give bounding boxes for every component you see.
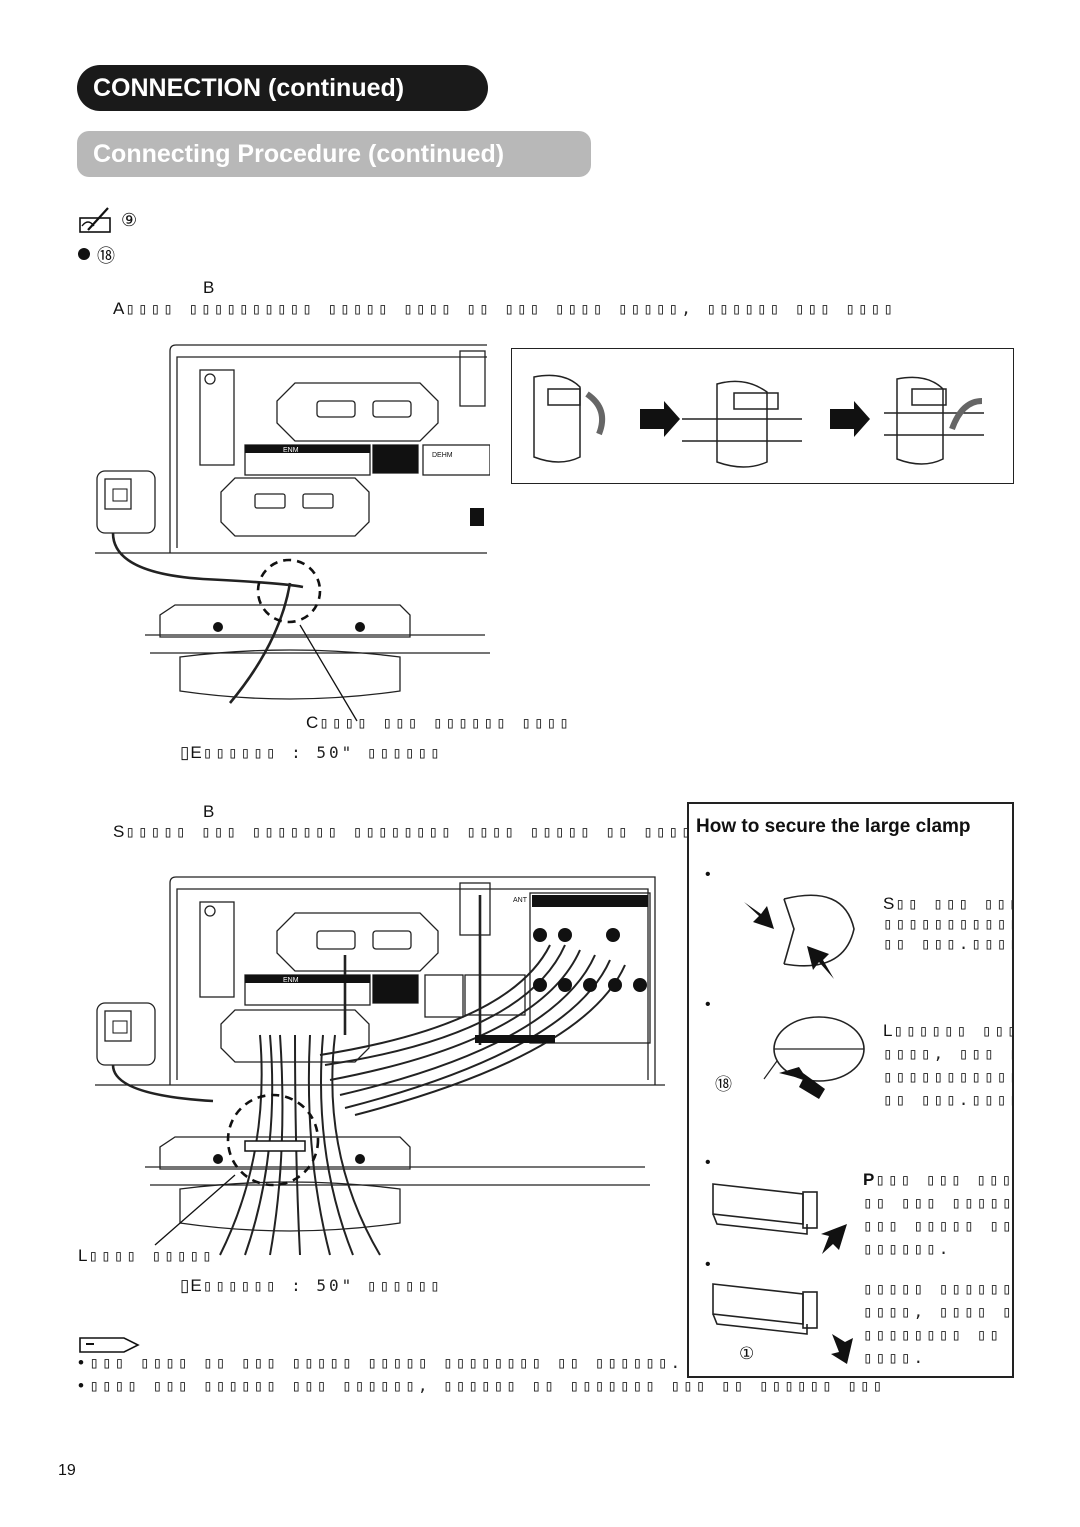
note-line-1: • ▯▯▯ ▯▯▯▯ ▯▯ ▯▯▯ ▯▯▯▯▯ ▯▯▯▯▯ ▯▯▯▯▯▯▯▯ ▯… — [78, 1353, 684, 1372]
step4-bullet: • — [705, 1256, 711, 1273]
clamp-release-icon — [712, 1283, 853, 1364]
section-b-line: S▯▯▯▯▯ ▯▯▯ ▯▯▯▯▯▯▯ ▯▯▯▯▯▯▯▯ ▯▯▯▯ ▯▯▯▯▯ ▯… — [113, 822, 846, 841]
section-b-label: B — [203, 802, 216, 821]
section-b-caption: L▯▯▯▯ ▯▯▯▯▯ — [78, 1246, 215, 1265]
note-number: ⑨ — [121, 210, 139, 230]
bullet-number: ⑱ — [97, 246, 116, 266]
large-clamp-box: How to secure the large clamp • S▯▯ ▯▯▯ … — [687, 802, 1014, 1378]
step4-number: ① — [739, 1344, 756, 1363]
note-line-2: • ▯▯▯▯ ▯▯▯ ▯▯▯▯▯▯ ▯▯▯ ▯▯▯▯▯▯, ▯▯▯▯▯▯ ▯▯ … — [78, 1376, 886, 1395]
step3-text: P▯▯▯ ▯▯▯ ▯▯▯▯▯ ▯▯ ▯▯▯ ▯▯▯▯▯▯▯ ▯▯▯ ▯▯▯▯▯ … — [863, 1170, 1014, 1258]
section-a-example: ▯E▯▯▯▯▯▯ : 50" ▯▯▯▯▯▯ — [180, 743, 443, 762]
svg-text:ENM: ENM — [283, 447, 299, 454]
clamp-steps-box — [511, 348, 1014, 484]
section-a-label: B — [203, 278, 216, 297]
clamp-closed-icon — [763, 1016, 865, 1099]
large-clamp-title: How to secure the large clamp — [696, 816, 971, 837]
step2-bullet: • — [705, 996, 711, 1013]
step1-bullet: • — [705, 866, 711, 883]
section-b-example: ▯E▯▯▯▯▯▯ : 50" ▯▯▯▯▯▯ — [180, 1276, 443, 1295]
memo-arrow-icon — [79, 1337, 140, 1353]
step1-text: S▯▯ ▯▯▯ ▯▯▯▯▯▯ ▯▯▯▯▯▯▯▯▯▯▯▯ ▯▯ ▯▯▯.▯▯▯▯▯ — [883, 894, 1012, 953]
pencil-note-icon — [78, 206, 118, 241]
clamp-press-icon — [712, 1183, 847, 1254]
svg-text:ANT: ANT — [513, 897, 528, 904]
section-a-caption: C▯▯▯▯ ▯▯▯ ▯▯▯▯▯▯ ▯▯▯▯ — [306, 713, 572, 732]
page-number: 19 — [58, 1462, 76, 1479]
svg-text:DEHM: DEHM — [432, 452, 453, 459]
section-a-line: A▯▯▯▯ ▯▯▯▯▯▯▯▯▯▯ ▯▯▯▯▯ ▯▯▯▯ ▯▯ ▯▯▯ ▯▯▯▯ … — [113, 299, 896, 318]
step2-number: ⑱ — [715, 1075, 733, 1094]
subsection-header: Connecting Procedure (continued) — [77, 131, 591, 177]
clamp-open-icon — [744, 894, 855, 979]
tv-back-diagram-bottom: ENM ANT — [95, 876, 665, 1256]
section-header: CONNECTION (continued) — [77, 65, 488, 111]
step2-text: L▯▯▯▯▯▯ ▯▯▯ ▯▯▯▯, ▯▯▯ ▯▯▯ ▯▯▯▯▯▯▯▯▯▯▯▯ ▯… — [883, 1021, 1014, 1109]
step4-text: ▯▯▯▯▯ ▯▯▯▯▯▯▯▯ ▯▯▯▯, ▯▯▯▯ ▯▯ ▯ ▯▯▯▯▯▯▯▯ … — [863, 1279, 1014, 1367]
tv-back-diagram-top: ENM DEHM — [95, 344, 490, 722]
bullet-dot — [78, 248, 90, 260]
step3-bullet: • — [705, 1154, 711, 1171]
svg-text:ENM: ENM — [283, 977, 299, 984]
